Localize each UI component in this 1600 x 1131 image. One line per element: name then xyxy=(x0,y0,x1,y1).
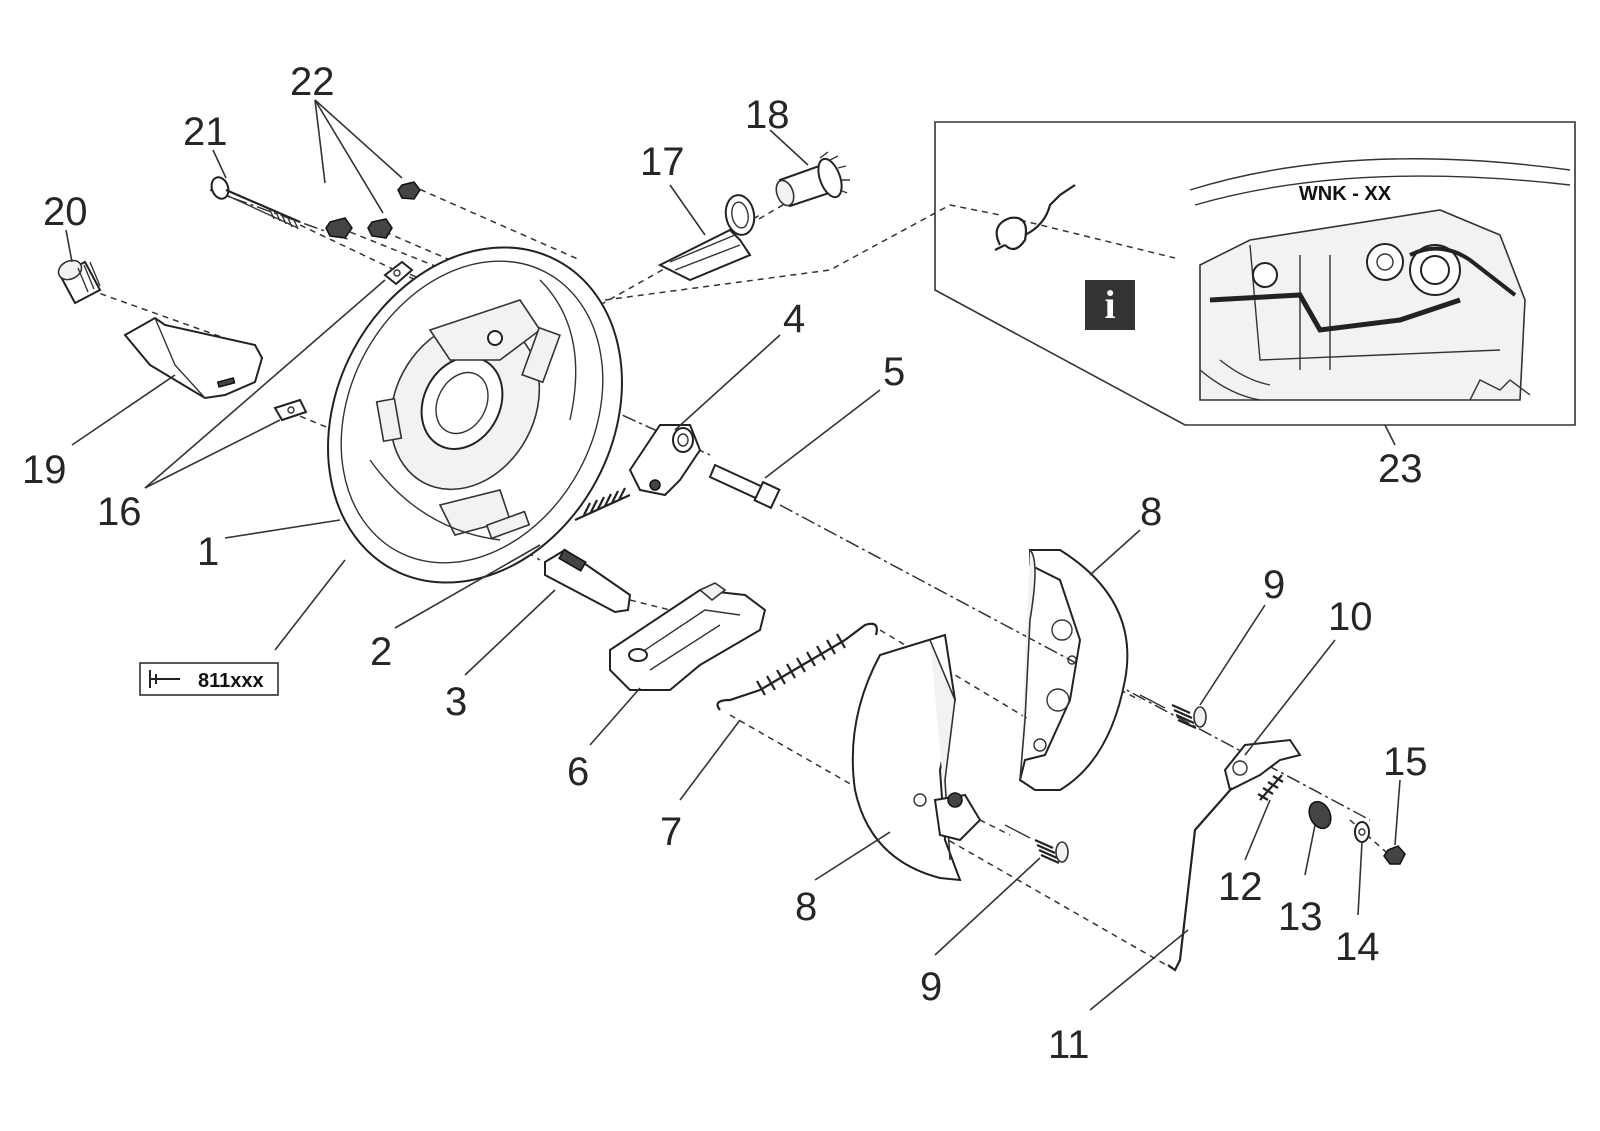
callout-17: 17 xyxy=(640,140,685,184)
info-glyph: i xyxy=(1104,282,1115,327)
washer-part xyxy=(1354,821,1370,843)
callout-7: 7 xyxy=(660,810,682,854)
info-icon xyxy=(1085,280,1135,330)
callout-8-lower: 8 xyxy=(795,885,817,929)
callout-23: 23 xyxy=(1378,447,1423,491)
callout-11: 11 xyxy=(1048,1023,1090,1067)
pin-part xyxy=(708,463,781,510)
callout-5: 5 xyxy=(883,350,905,394)
strut-part xyxy=(544,548,632,614)
callout-18: 18 xyxy=(745,93,790,137)
return-spring xyxy=(574,487,631,522)
detail-inset: i WNK - XX xyxy=(934,121,1576,426)
callout-1: 1 xyxy=(197,530,219,574)
clip-part xyxy=(273,260,414,422)
bushing-part xyxy=(1308,800,1332,830)
callout-19: 19 xyxy=(22,448,67,492)
callout-2: 2 xyxy=(370,630,392,674)
hold-down-spring-lower xyxy=(1004,824,1069,865)
parking-lever xyxy=(1223,738,1302,792)
cable-rod xyxy=(1167,787,1233,972)
brake-shoe-lower xyxy=(851,633,982,882)
inset-label: WNK - XX xyxy=(1299,183,1392,205)
callout-22: 22 xyxy=(290,60,335,104)
callout-10: 10 xyxy=(1328,595,1373,639)
callout-15: 15 xyxy=(1383,740,1428,784)
callout-labels: 1 2 3 4 5 6 7 8 8 9 9 10 11 12 13 14 15 … xyxy=(22,60,1428,1067)
nut-part xyxy=(1383,845,1406,865)
reference-box: 811xxx xyxy=(139,662,279,696)
adjuster-lever xyxy=(657,194,756,282)
drum-cutaway xyxy=(1189,158,1571,401)
small-spring xyxy=(1257,774,1284,801)
nuts-part xyxy=(325,181,421,239)
callout-3: 3 xyxy=(445,680,467,724)
callout-20: 20 xyxy=(43,190,88,234)
callout-6: 6 xyxy=(567,750,589,794)
bolt-part xyxy=(210,176,301,230)
brake-shoe-upper xyxy=(1018,549,1129,791)
long-spring xyxy=(716,622,878,711)
adjuster-wheel xyxy=(775,151,850,208)
cover-plate xyxy=(123,316,264,400)
callout-9-lower: 9 xyxy=(920,965,942,1009)
actuator-part xyxy=(609,582,767,691)
callout-16: 16 xyxy=(97,490,142,534)
callout-21: 21 xyxy=(183,110,228,154)
hold-down-spring-upper xyxy=(1139,694,1207,730)
callout-9-upper: 9 xyxy=(1263,563,1285,607)
reference-text: 811xxx xyxy=(198,670,264,692)
leader-lines xyxy=(65,99,1401,1011)
callout-13: 13 xyxy=(1278,895,1323,939)
tool-icon xyxy=(149,670,180,688)
callout-8-upper: 8 xyxy=(1140,490,1162,534)
plug-part xyxy=(57,259,102,305)
brake-lever xyxy=(628,424,702,497)
callout-14: 14 xyxy=(1335,925,1380,969)
callout-4: 4 xyxy=(783,297,805,341)
backing-plate xyxy=(327,246,623,584)
torsion-spring xyxy=(995,184,1076,251)
callout-12: 12 xyxy=(1218,865,1263,909)
